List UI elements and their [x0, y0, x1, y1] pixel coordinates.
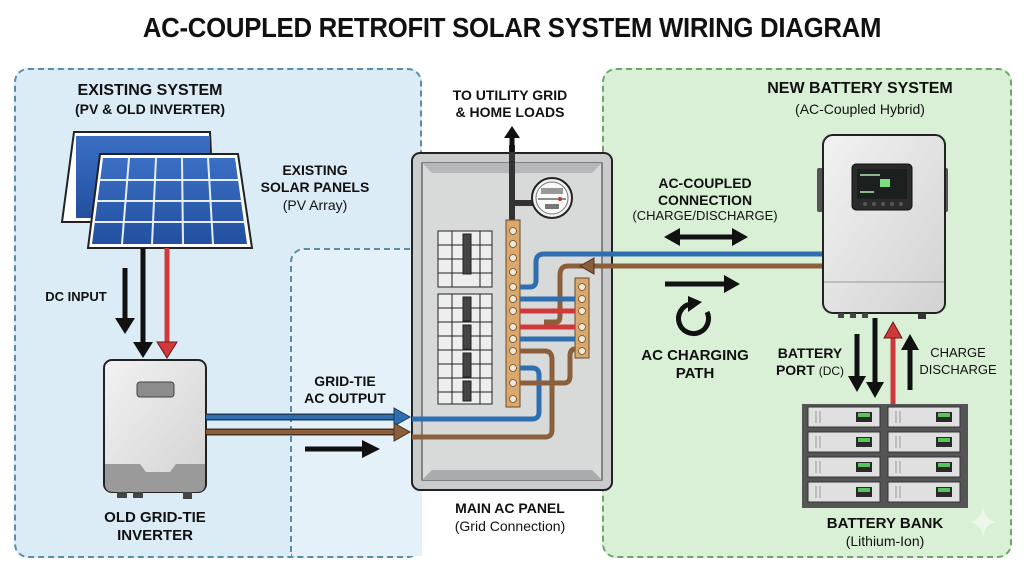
ac-coupled-brown-wire [544, 263, 822, 325]
discharge-label: DISCHARGE [919, 362, 997, 377]
battery-port-label-2: PORT (DC) [775, 362, 845, 378]
diagram-title: AC-COUPLED RETROFIT SOLAR SYSTEM WIRING … [142, 12, 882, 43]
panels-label-1: EXISTING [282, 162, 348, 178]
old-grid-tie-inverter [103, 359, 207, 499]
cycle-icon [676, 296, 712, 337]
new-system-heading: NEW BATTERY SYSTEM [767, 80, 953, 97]
battery-module [887, 431, 961, 453]
panels-label-2: SOLAR PANELS [260, 179, 370, 195]
panels-label-3: (PV Array) [282, 197, 348, 213]
utility-label-1: TO UTILITY GRID [452, 87, 568, 103]
charging-label-2: PATH [675, 365, 715, 382]
inverter-label-2: INVERTER [117, 527, 193, 544]
battery-port-label-1: BATTERY [777, 345, 843, 361]
battery-module [887, 406, 961, 428]
breaker-group-top [437, 230, 493, 288]
sparkle-icon [970, 507, 996, 537]
existing-system-subheading: (PV & OLD INVERTER) [74, 101, 226, 117]
battery-module [807, 406, 881, 428]
battery-module [807, 481, 881, 503]
inverter-label-1: OLD GRID-TIE [104, 509, 206, 526]
charge-label: CHARGE [930, 345, 986, 360]
battery-module [807, 431, 881, 453]
battery-bank [802, 404, 968, 508]
charging-label-1: AC CHARGING [641, 347, 749, 364]
battery-module [887, 456, 961, 478]
battery-bank-label: BATTERY BANK [826, 515, 944, 532]
dc-input-label: DC INPUT [45, 289, 107, 304]
battery-bank-sublabel: (Lithium-Ion) [845, 533, 925, 549]
connection-label-1: AC-COUPLED [658, 175, 752, 191]
connection-label-2: CONNECTION [657, 192, 753, 208]
connection-label-3: (CHARGE/DISCHARGE) [632, 208, 778, 223]
existing-system-heading: EXISTING SYSTEM [77, 82, 223, 99]
to-utility-arrow [504, 126, 520, 138]
ac-output-label-1: GRID-TIE [314, 373, 376, 389]
utility-meter [531, 177, 573, 219]
ac-output-label-2: AC OUTPUT [304, 390, 386, 406]
hybrid-inverter [817, 134, 948, 319]
main-panel-label: MAIN AC PANEL [455, 500, 565, 516]
ac-coupled-blue-wire [520, 251, 822, 290]
new-system-subheading: (AC-Coupled Hybrid) [795, 101, 925, 117]
bidirectional-arrow [664, 228, 748, 246]
battery-module [887, 481, 961, 503]
bus-bar-terminals [509, 227, 586, 403]
breaker-group-bottom [437, 293, 493, 405]
grid-tie-output-zone [290, 248, 422, 556]
solar-panel-front [86, 153, 254, 249]
battery-module [807, 456, 881, 478]
utility-label-2: & HOME LOADS [455, 104, 565, 120]
main-panel-sublabel: (Grid Connection) [454, 518, 566, 534]
